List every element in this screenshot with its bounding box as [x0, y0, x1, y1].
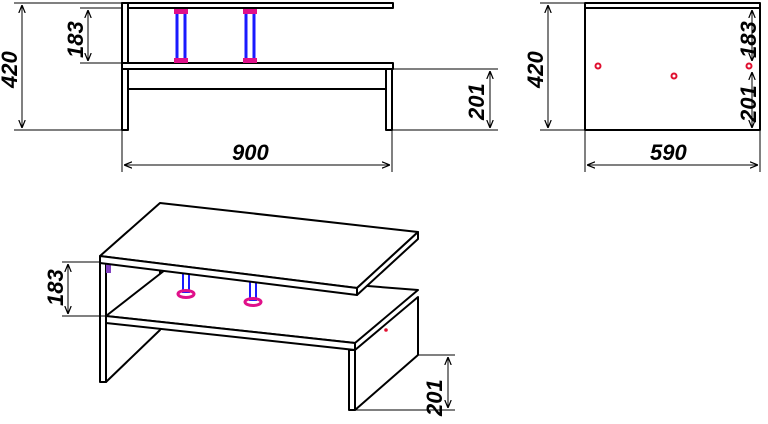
- dim-front-shelf: 183: [63, 21, 88, 58]
- dim-iso-lower: 201: [422, 379, 447, 417]
- front-view: 420 183 201 900: [0, 2, 498, 172]
- dim-iso-shelf: 183: [43, 269, 68, 306]
- top-board: [121, 2, 394, 9]
- dim-front-lower: 201: [464, 83, 489, 121]
- marker-dot: [670, 72, 678, 80]
- iso-posts: [106, 263, 263, 307]
- side-panel: [584, 2, 761, 131]
- shelf-board: [121, 62, 394, 70]
- marker-dot: [594, 62, 602, 70]
- dim-side-height: 420: [523, 51, 548, 89]
- right-leg: [385, 68, 393, 131]
- dim-front-width: 900: [232, 140, 269, 165]
- post-left: [174, 9, 188, 63]
- dim-side-depth: 590: [650, 140, 687, 165]
- dim-side-lower: 201: [736, 85, 761, 123]
- post-right: [243, 9, 257, 63]
- dim-side-shelf: 183: [736, 21, 761, 58]
- side-view: 420 183 201 590: [523, 2, 761, 172]
- iso-view: 183 201: [43, 202, 455, 417]
- dim-front-height: 420: [0, 51, 22, 89]
- marker-dot: [745, 62, 753, 70]
